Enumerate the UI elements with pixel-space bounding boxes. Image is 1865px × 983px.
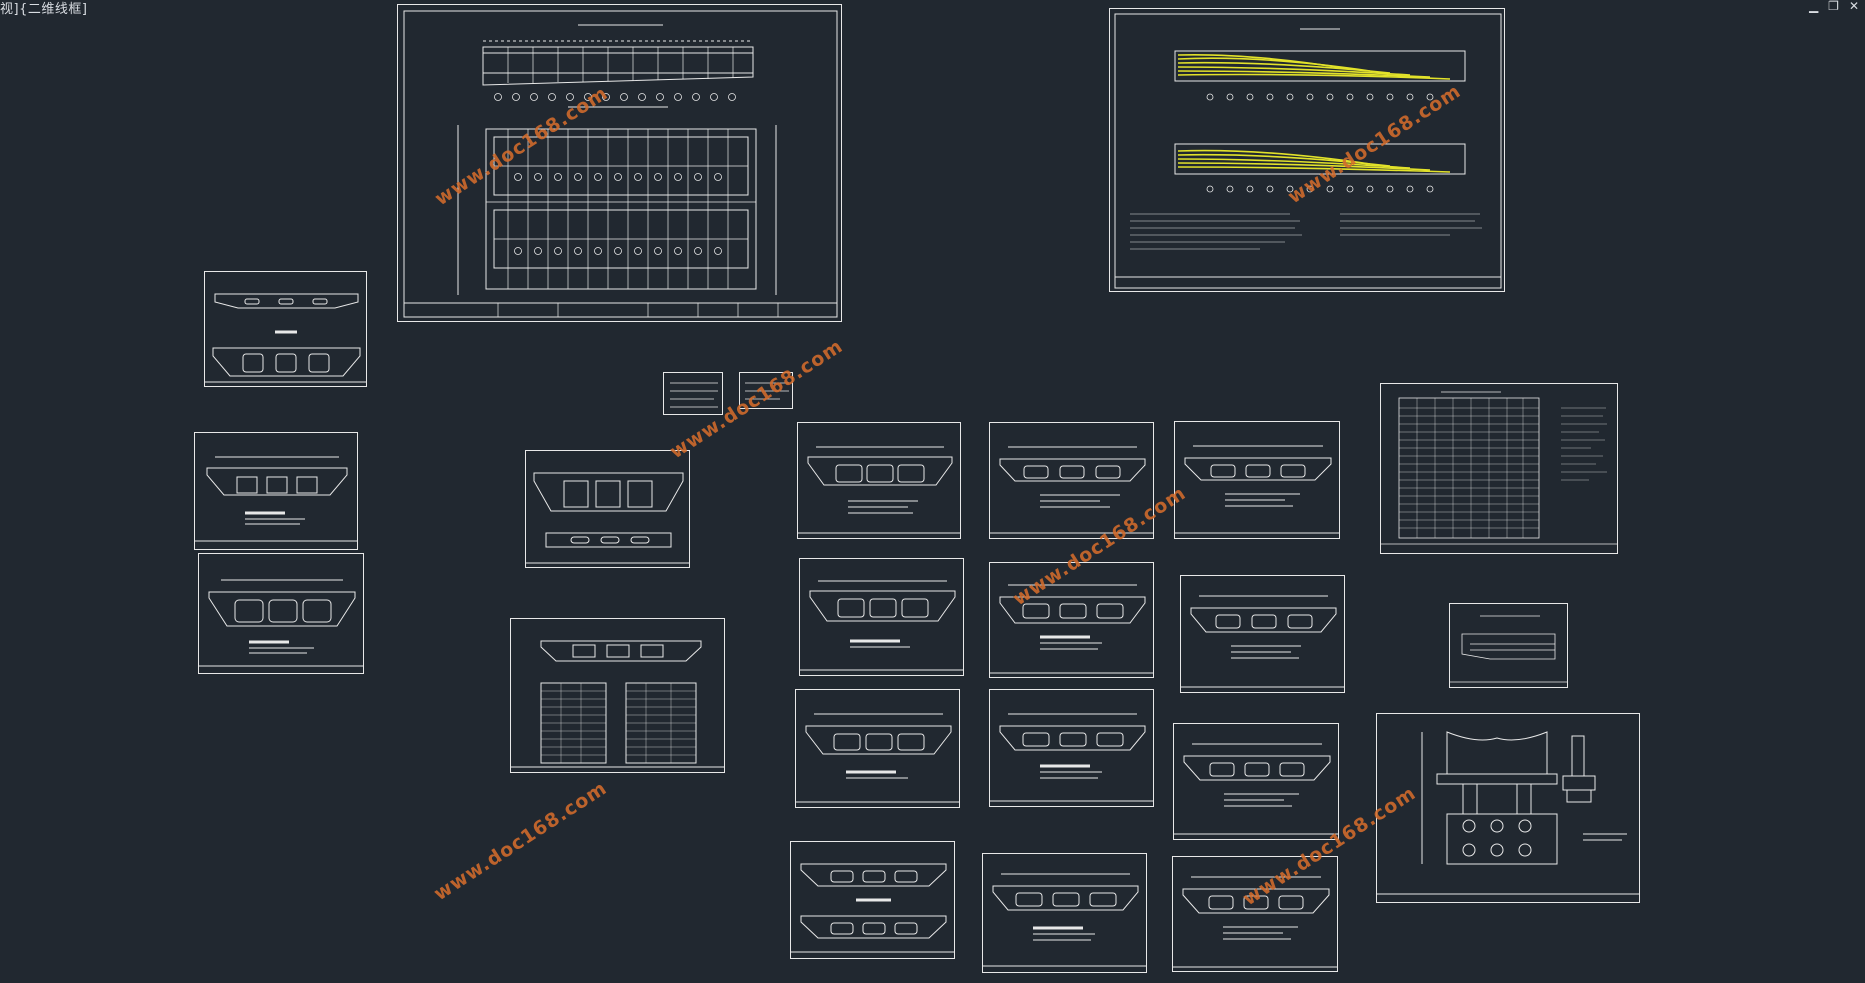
drawing-sheet-section-r2c3[interactable]	[1180, 575, 1345, 693]
drawing-sheet-section-r1c3[interactable]	[1174, 421, 1340, 539]
drawing-sheet-section-r3c2[interactable]	[989, 689, 1154, 807]
pier-elevation-drawing	[1377, 731, 1639, 895]
watermark-5: www.doc168.com	[430, 776, 612, 906]
section-r2c1-drawing	[800, 580, 963, 671]
drawing-sheet-section-middle[interactable]	[525, 450, 690, 568]
viewport-label[interactable]: 视]{二维线框]	[0, 2, 88, 17]
section-r1c2-drawing	[990, 446, 1153, 534]
drawing-sheet-cross-section-small[interactable]	[204, 271, 367, 387]
section-r4c3-drawing	[1173, 876, 1337, 968]
tiny-a-drawing	[670, 382, 718, 408]
drawing-sheet-data-table[interactable]	[1380, 383, 1618, 554]
section-r3c3-drawing	[1174, 743, 1338, 835]
girder-plan-drawing	[403, 10, 838, 318]
section-r1c3-drawing	[1175, 445, 1339, 534]
drawing-sheet-tendon-layout[interactable]	[1109, 8, 1505, 292]
drawing-sheet-box-girder-a[interactable]	[194, 432, 358, 550]
drawing-sheet-section-r3c3[interactable]	[1173, 723, 1339, 840]
restore-icon[interactable]: ❐	[1828, 0, 1839, 13]
drawing-sheet-section-r2c1[interactable]	[799, 558, 964, 676]
drawing-sheet-section-r4c2[interactable]	[982, 853, 1147, 973]
minimize-icon[interactable]: ▁	[1808, 0, 1819, 13]
tendon-layout-drawing	[1114, 13, 1502, 289]
tiny-b-drawing	[745, 382, 789, 400]
window-controls: ▁ ❐ ✕	[1809, 0, 1859, 12]
box-girder-b-drawing	[199, 579, 363, 667]
cross-section-small-drawing	[205, 293, 366, 383]
section-r4c2-drawing	[983, 873, 1146, 967]
drawing-sheet-anchor-detail[interactable]	[1449, 603, 1568, 688]
drawing-sheet-tiny-b[interactable]	[739, 372, 793, 409]
drawing-sheet-section-r4c3[interactable]	[1172, 856, 1338, 972]
drawing-sheet-box-girder-b[interactable]	[198, 553, 364, 674]
drawing-sheet-section-r4c1[interactable]	[790, 841, 955, 959]
section-r2c2-drawing	[990, 584, 1153, 674]
anchor-detail-drawing	[1450, 615, 1567, 683]
drawing-sheet-section-r1c2[interactable]	[989, 422, 1154, 539]
section-middle-drawing	[526, 472, 689, 564]
drawing-sheet-pier-elevation[interactable]	[1376, 713, 1640, 903]
section-r4c1-drawing	[791, 863, 954, 953]
drawing-sheet-section-r1c1[interactable]	[797, 422, 961, 539]
drawing-sheet-tiny-a[interactable]	[663, 372, 723, 415]
drawing-sheet-section-r2c2[interactable]	[989, 562, 1154, 678]
drawing-sheet-section-r3c1[interactable]	[795, 689, 960, 808]
drawing-sheet-rebar-table[interactable]	[510, 618, 725, 773]
section-r1c1-drawing	[798, 446, 960, 534]
rebar-table-drawing	[511, 640, 724, 768]
close-icon[interactable]: ✕	[1848, 0, 1859, 13]
section-r3c2-drawing	[990, 713, 1153, 802]
section-r3c1-drawing	[796, 713, 959, 803]
box-girder-a-drawing	[195, 456, 357, 542]
drawing-sheet-girder-plan[interactable]	[397, 4, 842, 322]
data-table-drawing	[1381, 391, 1617, 545]
section-r2c3-drawing	[1181, 595, 1344, 688]
